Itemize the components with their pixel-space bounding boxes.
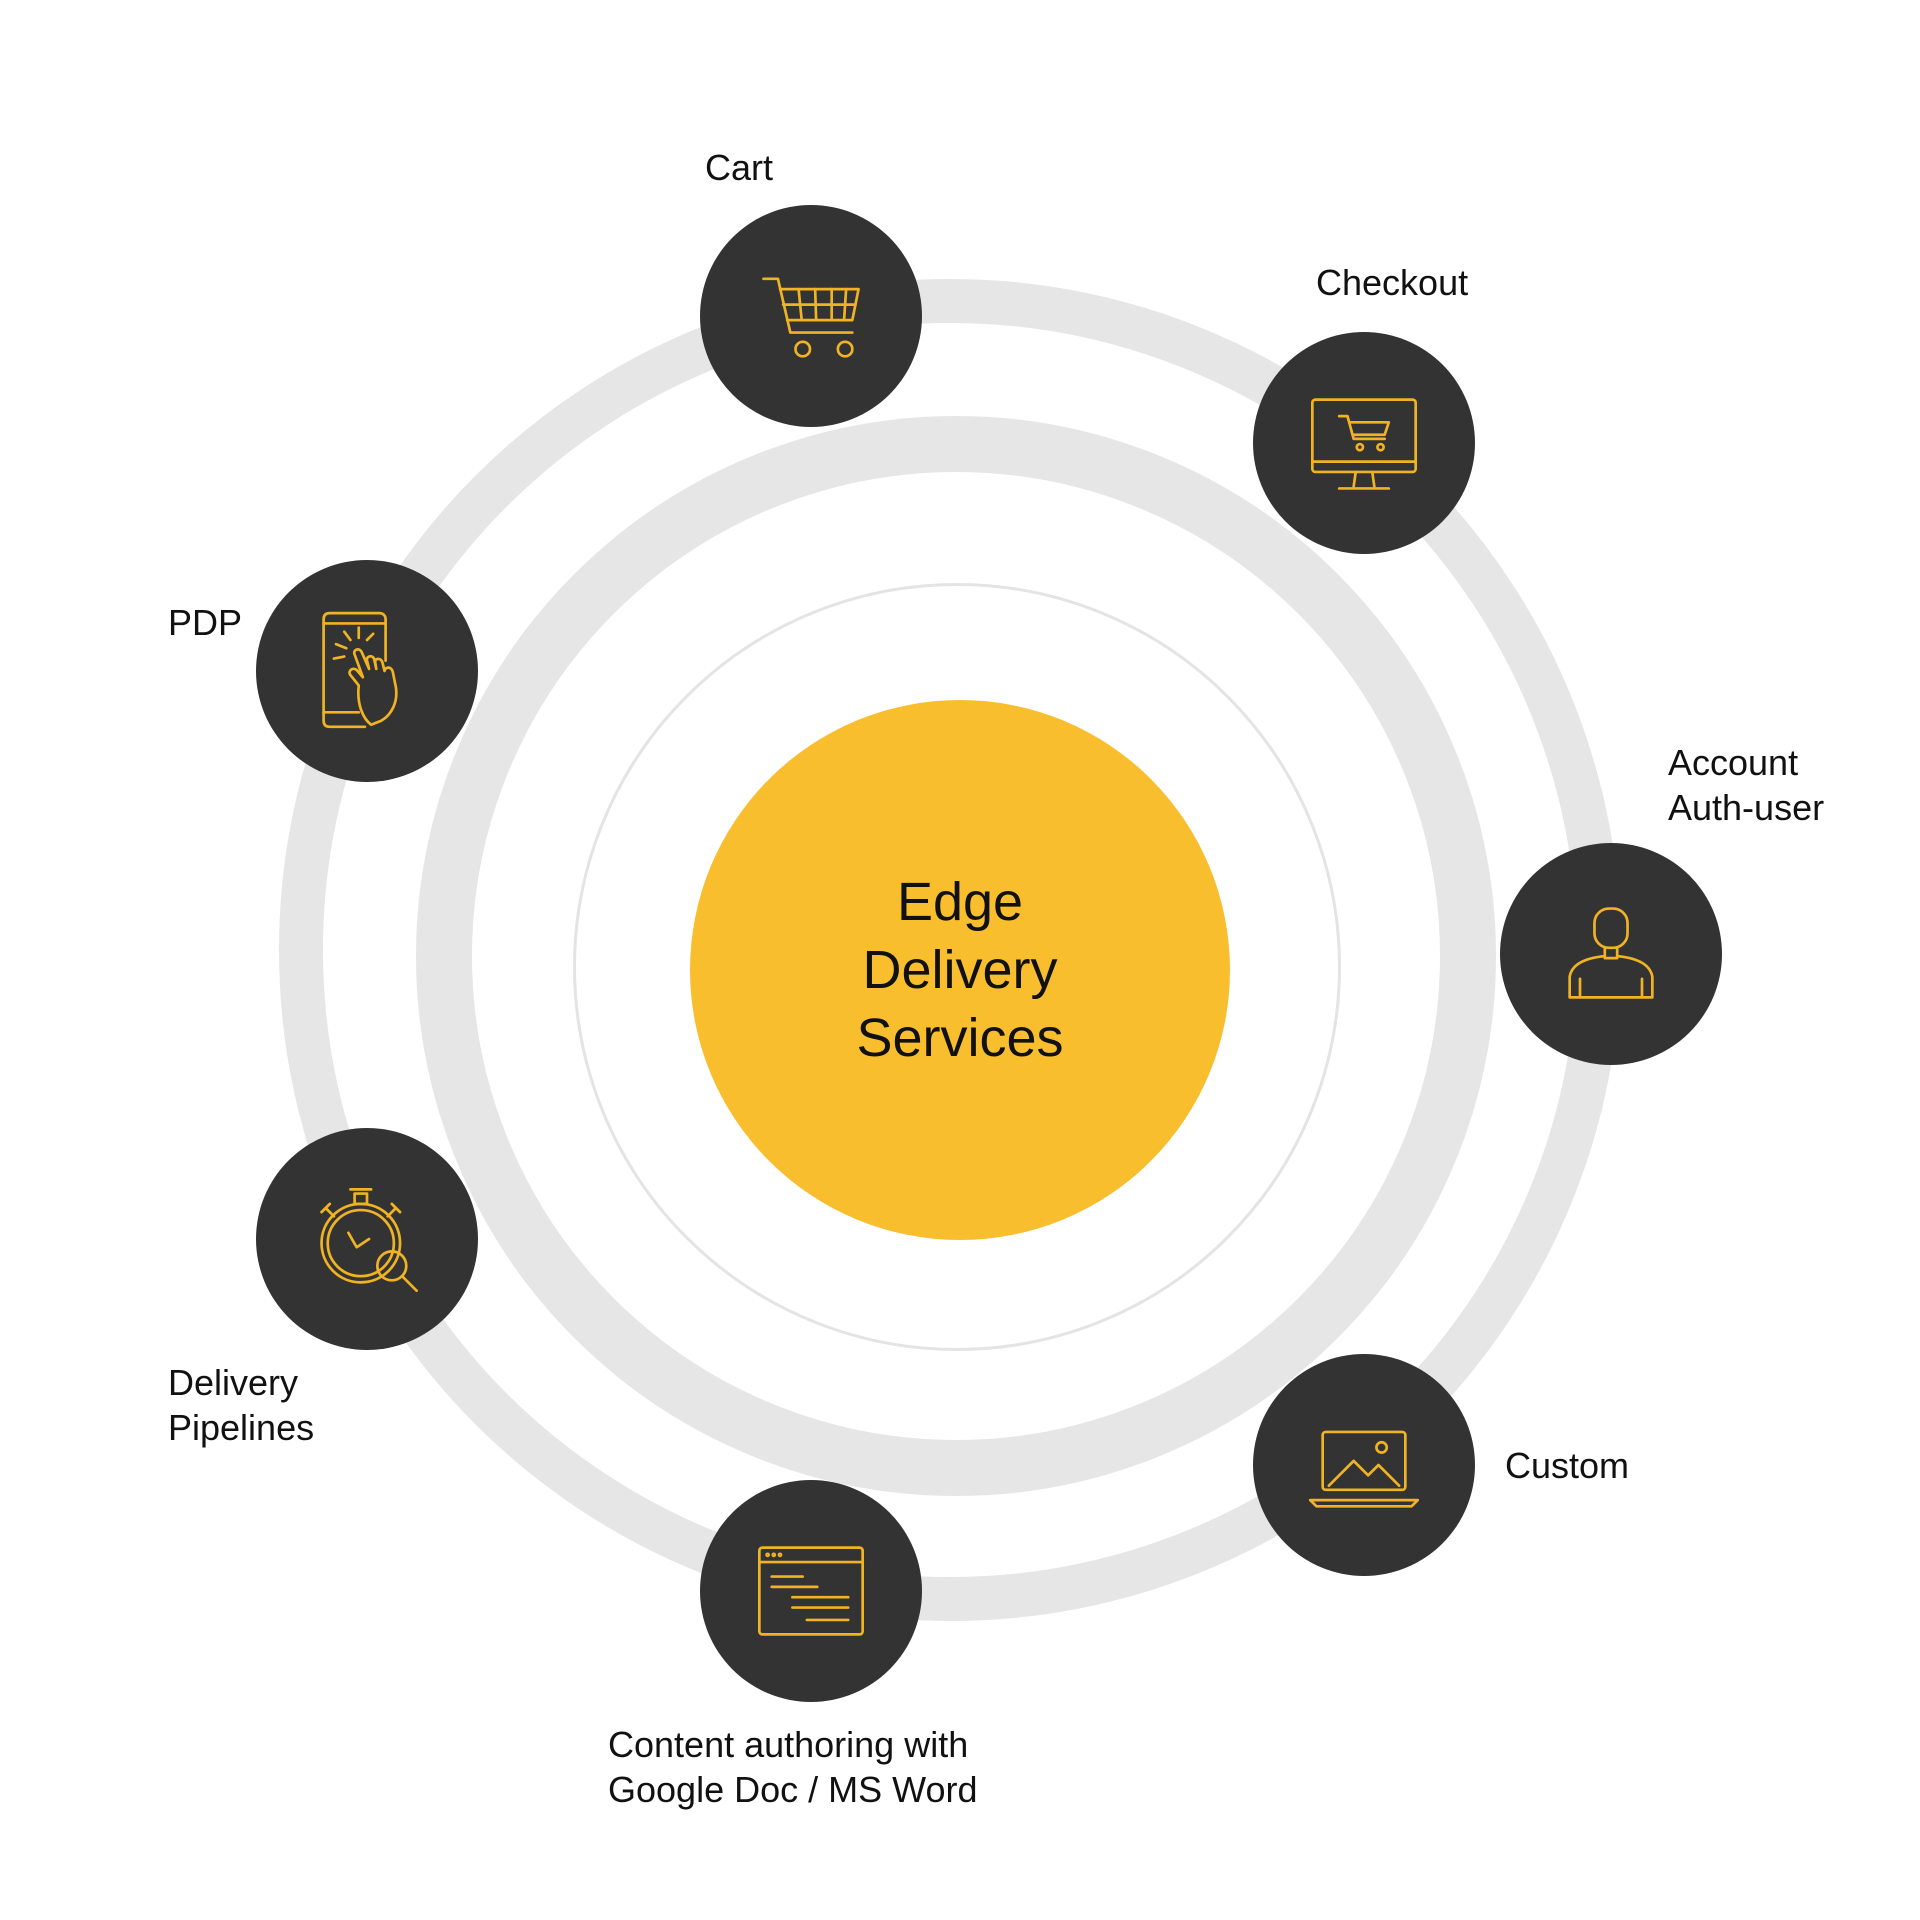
phone-tap-icon [322, 611, 398, 729]
monitor-cart-icon [1310, 398, 1418, 490]
label-content: Content authoring with Google Doc / MS W… [608, 1722, 977, 1812]
label-pipelines-line-2: Pipelines [168, 1407, 315, 1448]
label-pdp: PDP [168, 602, 243, 643]
label-pipelines: Delivery Pipelines [168, 1360, 314, 1450]
node-cart [700, 205, 922, 427]
label-account-line-2: Auth-user [1668, 787, 1825, 828]
node-content [700, 1480, 922, 1702]
browser-document-icon [757, 1546, 865, 1636]
laptop-image-icon [1308, 1430, 1420, 1508]
node-checkout [1253, 332, 1475, 554]
label-account: Account Auth-user [1668, 740, 1824, 830]
label-content-line-1: Content authoring with [608, 1724, 969, 1765]
node-pipelines [256, 1128, 478, 1350]
label-account-line-1: Account [1668, 742, 1799, 783]
node-pdp [256, 560, 478, 782]
stopwatch-search-icon [320, 1188, 418, 1293]
label-checkout: Checkout [1316, 262, 1469, 303]
shopping-cart-icon [762, 277, 860, 358]
hub-circle: Edge Delivery Services [690, 700, 1230, 1240]
node-account [1500, 843, 1722, 1065]
label-pipelines-line-1: Delivery [168, 1362, 299, 1403]
hub-label: Edge Delivery Services [856, 872, 1064, 1068]
label-cart: Cart [705, 147, 774, 188]
inner-ring [573, 583, 1341, 1351]
label-custom: Custom [1505, 1445, 1630, 1486]
user-icon [1568, 907, 1654, 999]
node-custom [1253, 1354, 1475, 1576]
label-content-line-2: Google Doc / MS Word [608, 1769, 978, 1810]
